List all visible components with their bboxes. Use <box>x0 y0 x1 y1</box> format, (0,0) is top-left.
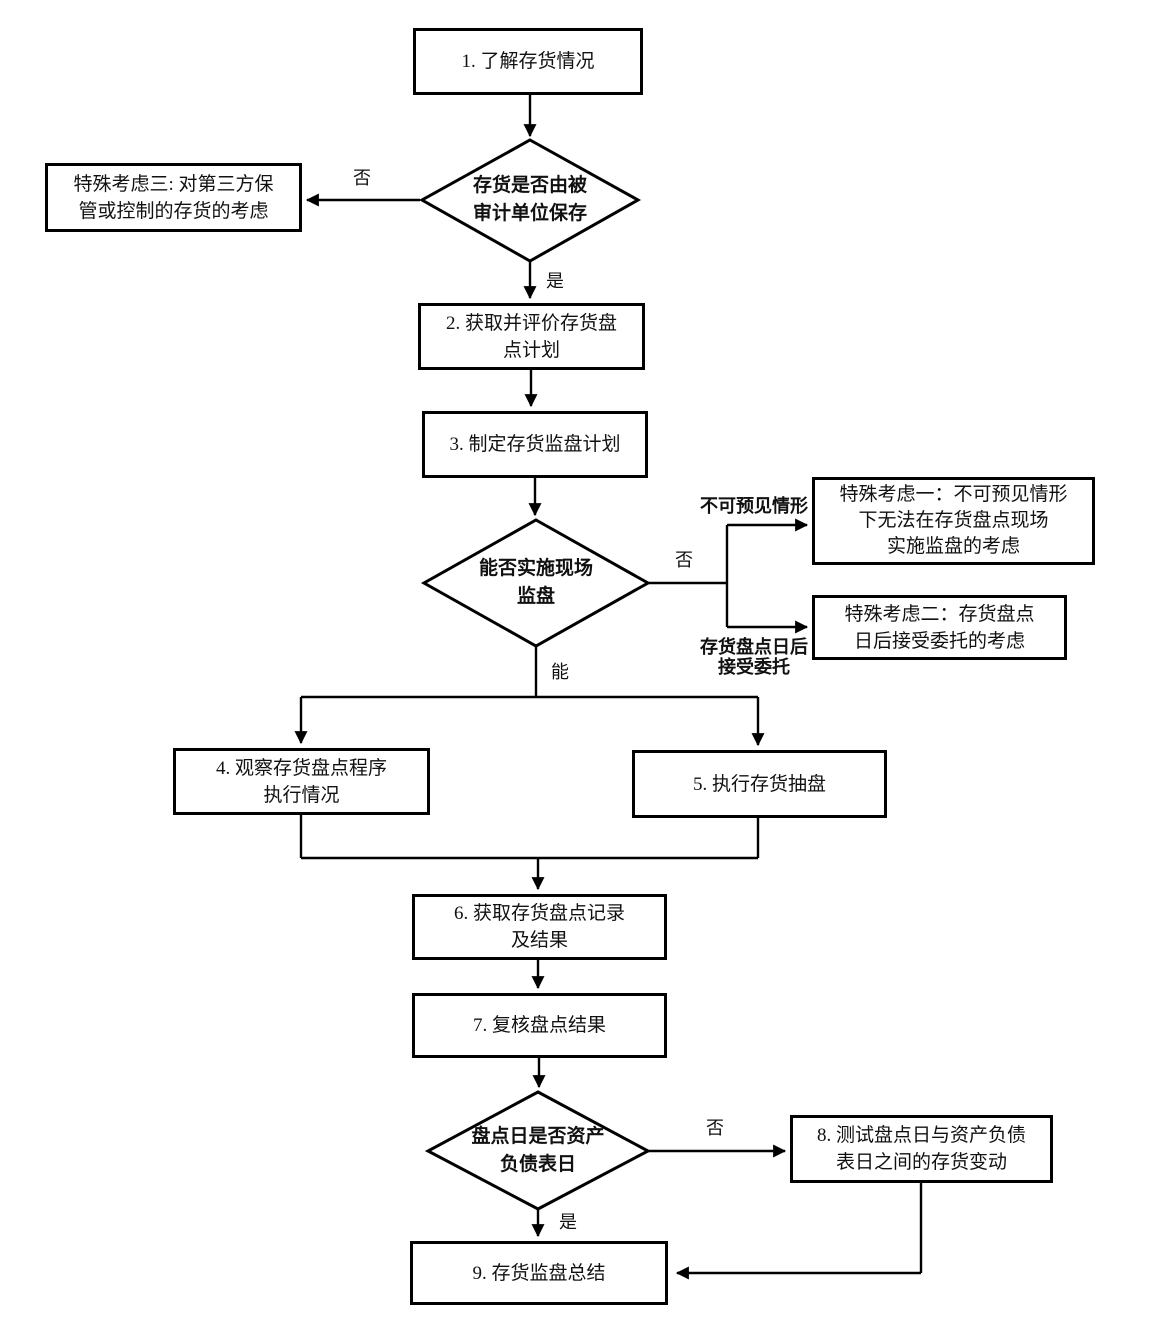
decision-label-line: 能否实施现场 <box>478 558 593 579</box>
node-step9-observation-conclusion: 9. 存货监盘总结 <box>410 1241 668 1305</box>
edge-label-line: 存货盘点日后 <box>700 637 808 657</box>
edge-label-unforeseen-circumstances: 不可预见情形 <box>700 496 808 516</box>
decision-label-line: 存货是否由被 <box>472 175 587 196</box>
edge-label-decision1-no: 否 <box>353 168 371 188</box>
node-label-line: 执行情况 <box>263 784 340 806</box>
node-label-line: 下无法在存货盘点现场 <box>858 510 1049 531</box>
node-label-line: 6. 获取存货盘点记录 <box>453 903 625 924</box>
edge-label-decision3-yes: 是 <box>559 1212 577 1232</box>
node-label-line: 4. 观察存货盘点程序 <box>215 757 387 779</box>
node-label-line: 管或控制的存货的考虑 <box>78 200 269 222</box>
node-label-line: 8. 测试盘点日与资产负债 <box>816 1125 1026 1146</box>
node-label: 9. 存货监盘总结 <box>472 1262 606 1284</box>
node-label: 7. 复核盘点结果 <box>472 1015 606 1036</box>
decision-count-date-is-balance-sheet-date-label: 盘点日是否资产 负债表日 <box>448 1121 628 1181</box>
decision-inventory-kept-by-auditee-label: 存货是否由被 审计单位保存 <box>440 170 620 230</box>
edge-label-decision2-no: 否 <box>675 550 693 570</box>
decision-count-date-is-balance-sheet-date-shape <box>424 1090 652 1211</box>
decision-can-perform-onsite-observation-label: 能否实施现场 监盘 <box>446 553 626 613</box>
decision-can-perform-onsite-observation-shape <box>420 518 652 648</box>
node-label: 5. 执行存货抽盘 <box>692 773 826 795</box>
node-label-line: 2. 获取并评价存货盘 <box>445 312 617 334</box>
node-special-consideration-2: 特殊考虑二：存货盘点 日后接受委托的考虑 <box>812 595 1067 660</box>
node-step3-develop-observation-plan: 3. 制定存货监盘计划 <box>422 411 648 478</box>
node-label-line: 特殊考虑二：存货盘点 <box>844 603 1035 625</box>
node-label-line: 表日之间的存货变动 <box>835 1152 1007 1173</box>
node-step6-obtain-count-records: 6. 获取存货盘点记录 及结果 <box>412 894 667 960</box>
decision-label-line: 负债表日 <box>499 1154 576 1175</box>
decision-inventory-kept-by-auditee-shape <box>418 138 642 263</box>
edge-label-decision2-can: 能 <box>551 662 569 682</box>
node-step1-understand-inventory: 1. 了解存货情况 <box>413 28 643 95</box>
node-special-consideration-3: 特殊考虑三: 对第三方保 管或控制的存货的考虑 <box>45 163 302 232</box>
edge-label-decision3-no: 否 <box>706 1118 724 1138</box>
node-label-line: 日后接受委托的考虑 <box>853 630 1025 652</box>
node-step4-observe-count-procedures: 4. 观察存货盘点程序 执行情况 <box>173 748 430 815</box>
node-step7-review-count-results: 7. 复核盘点结果 <box>412 993 667 1058</box>
node-special-consideration-1: 特殊考虑一：不可预见情形 下无法在存货盘点现场 实施监盘的考虑 <box>812 477 1095 565</box>
decision-label-line: 审计单位保存 <box>472 203 587 224</box>
node-label-line: 特殊考虑三: 对第三方保 <box>73 173 274 195</box>
edge-label-decision1-yes: 是 <box>546 271 564 291</box>
decision-label-line: 监盘 <box>516 586 555 607</box>
edge-label-line: 接受委托 <box>718 657 790 677</box>
edge-label-engaged-after-count-date: 存货盘点日后 接受委托 <box>699 637 809 677</box>
node-step8-test-inventory-changes: 8. 测试盘点日与资产负债 表日之间的存货变动 <box>790 1115 1053 1183</box>
node-step2-obtain-evaluate-count-plan: 2. 获取并评价存货盘 点计划 <box>418 303 645 370</box>
node-label-line: 实施监盘的考虑 <box>886 536 1020 557</box>
node-label: 1. 了解存货情况 <box>461 51 595 72</box>
node-label-line: 及结果 <box>510 930 568 951</box>
decision-label-line: 盘点日是否资产 <box>471 1126 605 1147</box>
node-label-line: 点计划 <box>502 339 560 361</box>
node-step5-perform-test-counts: 5. 执行存货抽盘 <box>632 750 887 818</box>
node-label: 3. 制定存货监盘计划 <box>449 434 621 455</box>
node-label-line: 特殊考虑一：不可预见情形 <box>839 484 1068 505</box>
